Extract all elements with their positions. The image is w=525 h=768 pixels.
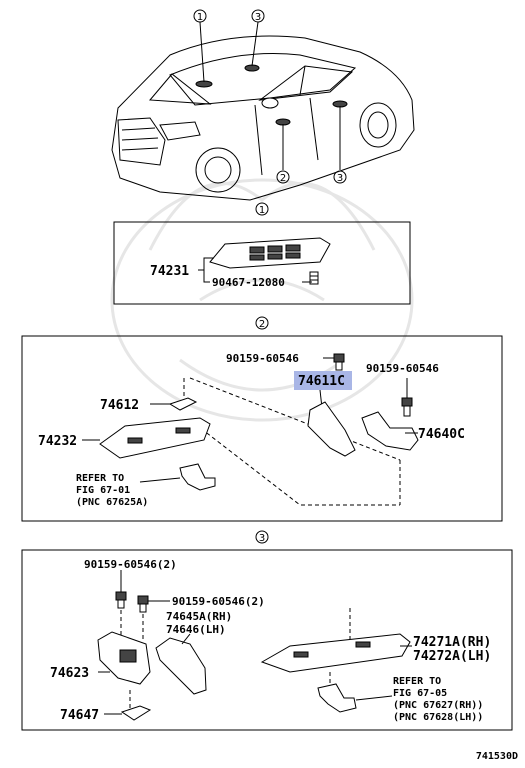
label-74646: 74646(LH) (166, 623, 226, 636)
label-refer3-1: REFER TO (393, 676, 441, 687)
label-74611c: 74611C (298, 374, 345, 389)
part-74645a (155, 637, 207, 695)
label-90467-12080: 90467-12080 (212, 276, 285, 289)
part-74271a (260, 633, 411, 673)
part-connector-67625a (179, 463, 216, 491)
label-refer-1: REFER TO (76, 473, 124, 484)
part-74640c (361, 411, 419, 451)
label-74231: 74231 (150, 264, 189, 279)
section-2-title: 2 (259, 319, 265, 330)
part-74611c (307, 401, 356, 457)
label-refer-3: (PNC 67625A) (76, 497, 148, 508)
part-74231 (209, 237, 331, 269)
section-1-title: 1 (259, 205, 265, 216)
car-illustration (111, 21, 415, 201)
bolt-top (333, 353, 345, 371)
label-74612: 74612 (100, 398, 139, 413)
label-74647: 74647 (60, 708, 99, 723)
bolt-b (137, 595, 149, 613)
section-2: 2 90159-60546 74611C 90159-60546 74 (21, 316, 503, 522)
label-refer3-2: FIG 67-05 (393, 688, 447, 699)
label-refer3-4: (PNC 67628(LH)) (393, 712, 483, 723)
part-74612 (168, 397, 198, 411)
label-bolt-top: 90159-60546 (226, 352, 299, 365)
section-3-title: 3 (259, 533, 265, 544)
label-74640c: 74640C (418, 427, 465, 442)
svg-text:2: 2 (280, 173, 286, 184)
label-refer3-3: (PNC 67627(RH)) (393, 700, 483, 711)
label-74272a: 74272A(LH) (413, 649, 491, 664)
label-refer-2: FIG 67-01 (76, 485, 130, 496)
part-74647 (120, 705, 152, 721)
section-3: 3 90159-60546(2) 90159-60546(2) 74623 74… (21, 530, 513, 731)
watermark (110, 178, 414, 422)
label-74271a: 74271A(RH) (413, 635, 491, 650)
label-74232: 74232 (38, 434, 77, 449)
bolt-a (115, 591, 127, 609)
car-callout-1: 1 (193, 9, 207, 23)
svg-text:3: 3 (337, 173, 343, 184)
label-bolt-right: 90159-60546 (366, 362, 439, 375)
part-connector-67627 (317, 683, 357, 713)
label-74623: 74623 (50, 666, 89, 681)
car-callout-2: 2 (276, 170, 290, 184)
car-callout-3-bottom: 3 (333, 170, 347, 184)
label-bolt-a: 90159-60546(2) (84, 558, 177, 571)
highlight-74611c (294, 371, 352, 390)
svg-text:1: 1 (197, 12, 203, 23)
part-74232 (99, 417, 211, 459)
section-1: 1 74231 90467-12080 (113, 202, 411, 305)
label-bolt-b: 90159-60546(2) (172, 595, 265, 608)
diagram-code: 741530D (476, 751, 518, 762)
label-74645a: 74645A(RH) (166, 610, 232, 623)
bolt-right (401, 397, 413, 417)
svg-text:3: 3 (255, 12, 261, 23)
car-callout-3-top: 3 (251, 9, 265, 23)
